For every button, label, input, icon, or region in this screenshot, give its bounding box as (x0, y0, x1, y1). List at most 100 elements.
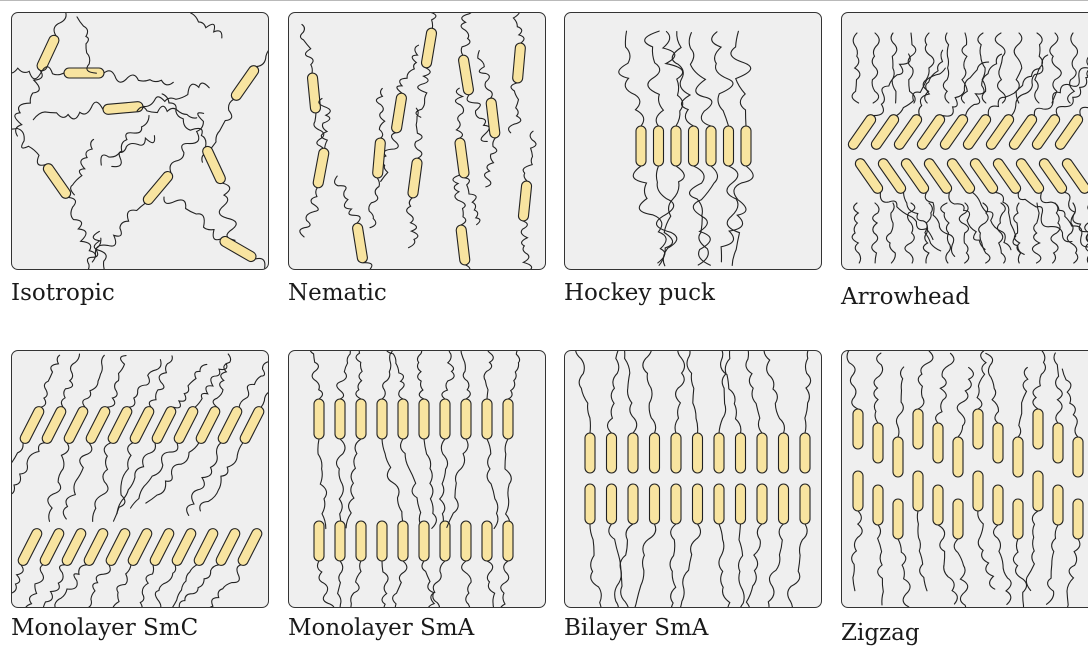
arrowhead-diagram (841, 12, 1088, 270)
alkyl-chain (719, 524, 731, 608)
mesogen-rod (714, 484, 724, 524)
monolayer-smc-diagram (11, 350, 269, 608)
alkyl-chain (363, 263, 384, 270)
alkyl-chain (1047, 525, 1059, 604)
alkyl-chain (1067, 203, 1077, 263)
bilayer-sma-caption: Bilayer SmA (564, 615, 708, 641)
alkyl-chain (511, 13, 524, 43)
mesogen-rod (38, 527, 65, 567)
bilayer-sma-drawing (565, 351, 822, 608)
mesogen-rod (933, 485, 943, 525)
alkyl-chain (878, 525, 884, 605)
alkyl-chain (132, 565, 153, 608)
alkyl-chain (137, 106, 197, 118)
mesogen-rod (128, 405, 155, 445)
alkyl-chain (318, 439, 327, 529)
alkyl-chain (1054, 353, 1062, 423)
mesogen-rod (356, 399, 366, 439)
mesogen-rod (724, 126, 734, 166)
monolayer-smc-drawing (12, 351, 269, 608)
mesogen-rod (482, 521, 492, 561)
alkyl-chain (462, 561, 476, 608)
alkyl-chain (847, 351, 858, 409)
alkyl-chain (872, 203, 879, 263)
alkyl-chain (131, 443, 178, 508)
alkyl-chain (918, 351, 933, 409)
mesogen-rod (335, 399, 345, 439)
mesogen-rod (893, 437, 903, 477)
alkyl-chain (746, 351, 762, 433)
mesogen-rod (503, 399, 513, 439)
isotropic-drawing (12, 13, 269, 270)
mesogen-rod (421, 27, 438, 68)
alkyl-chain (993, 525, 1011, 605)
alkyl-chain (447, 439, 468, 527)
alkyl-chain (745, 524, 762, 608)
alkyl-chain (509, 83, 521, 133)
mesogen-rod (40, 405, 67, 445)
mesogen-rod (1013, 437, 1023, 477)
alkyl-chain (633, 166, 666, 263)
mesogen-rod (873, 423, 883, 463)
alkyl-chain (612, 524, 633, 608)
mesogen-rod (993, 485, 1003, 525)
alkyl-chain (608, 351, 622, 433)
alkyl-chain (484, 351, 493, 399)
alkyl-chain (164, 197, 221, 240)
alkyl-chain (508, 351, 521, 399)
mesogen-rod (693, 433, 703, 473)
alkyl-chain (317, 561, 337, 608)
alkyl-chain (356, 351, 364, 399)
alkyl-chain (852, 203, 860, 263)
mesogen-rod (104, 527, 131, 567)
mesogen-rod (671, 126, 681, 166)
alkyl-chain (77, 17, 96, 73)
alkyl-chain (852, 511, 863, 591)
nematic-diagram (288, 12, 546, 270)
mesogen-rod (201, 145, 227, 185)
alkyl-chain (765, 524, 783, 608)
alkyl-chain (995, 33, 1005, 103)
alkyl-chain (521, 221, 531, 270)
alkyl-chain (487, 561, 498, 608)
mesogen-rod (1053, 423, 1063, 463)
alkyl-chain (440, 439, 448, 529)
mesogen-rod (518, 181, 532, 222)
alkyl-chain (69, 197, 96, 262)
alkyl-chain (874, 353, 883, 423)
alkyl-chain (104, 71, 173, 85)
alkyl-chain (22, 565, 43, 608)
mesogen-rod (486, 98, 501, 139)
nematic-caption: Nematic (288, 280, 387, 306)
alkyl-chain (1065, 192, 1088, 251)
alkyl-chain (41, 355, 60, 407)
alkyl-chain (95, 203, 145, 256)
alkyl-chain (338, 561, 343, 608)
top-rule (0, 0, 1088, 1)
alkyl-chain (107, 356, 126, 408)
alkyl-chain (101, 136, 155, 165)
alkyl-chain (764, 351, 784, 433)
mesogen-rod (1013, 499, 1023, 539)
zigzag-caption: Zigzag (841, 620, 920, 646)
alkyl-chain (382, 561, 388, 608)
mesogen-rod (84, 405, 111, 445)
alkyl-chain (670, 524, 676, 608)
mesogen-rod (757, 433, 767, 473)
alkyl-chain (731, 31, 751, 126)
alkyl-chain (619, 31, 644, 126)
alkyl-chain (685, 351, 698, 433)
mesogen-rod (1053, 485, 1063, 525)
alkyl-chain (1033, 351, 1046, 409)
mesogen-rod (103, 101, 144, 114)
alkyl-chain (33, 102, 103, 120)
mesogen-rod (636, 126, 646, 166)
mesogen-rod (800, 484, 810, 524)
alkyl-chain (300, 24, 313, 73)
alkyl-chain (465, 178, 480, 225)
alkyl-chain (500, 561, 509, 608)
mesogen-rod (973, 471, 983, 511)
alkyl-chain (455, 88, 463, 138)
mesogen-rod (1033, 409, 1043, 449)
mesogen-rod (607, 484, 617, 524)
